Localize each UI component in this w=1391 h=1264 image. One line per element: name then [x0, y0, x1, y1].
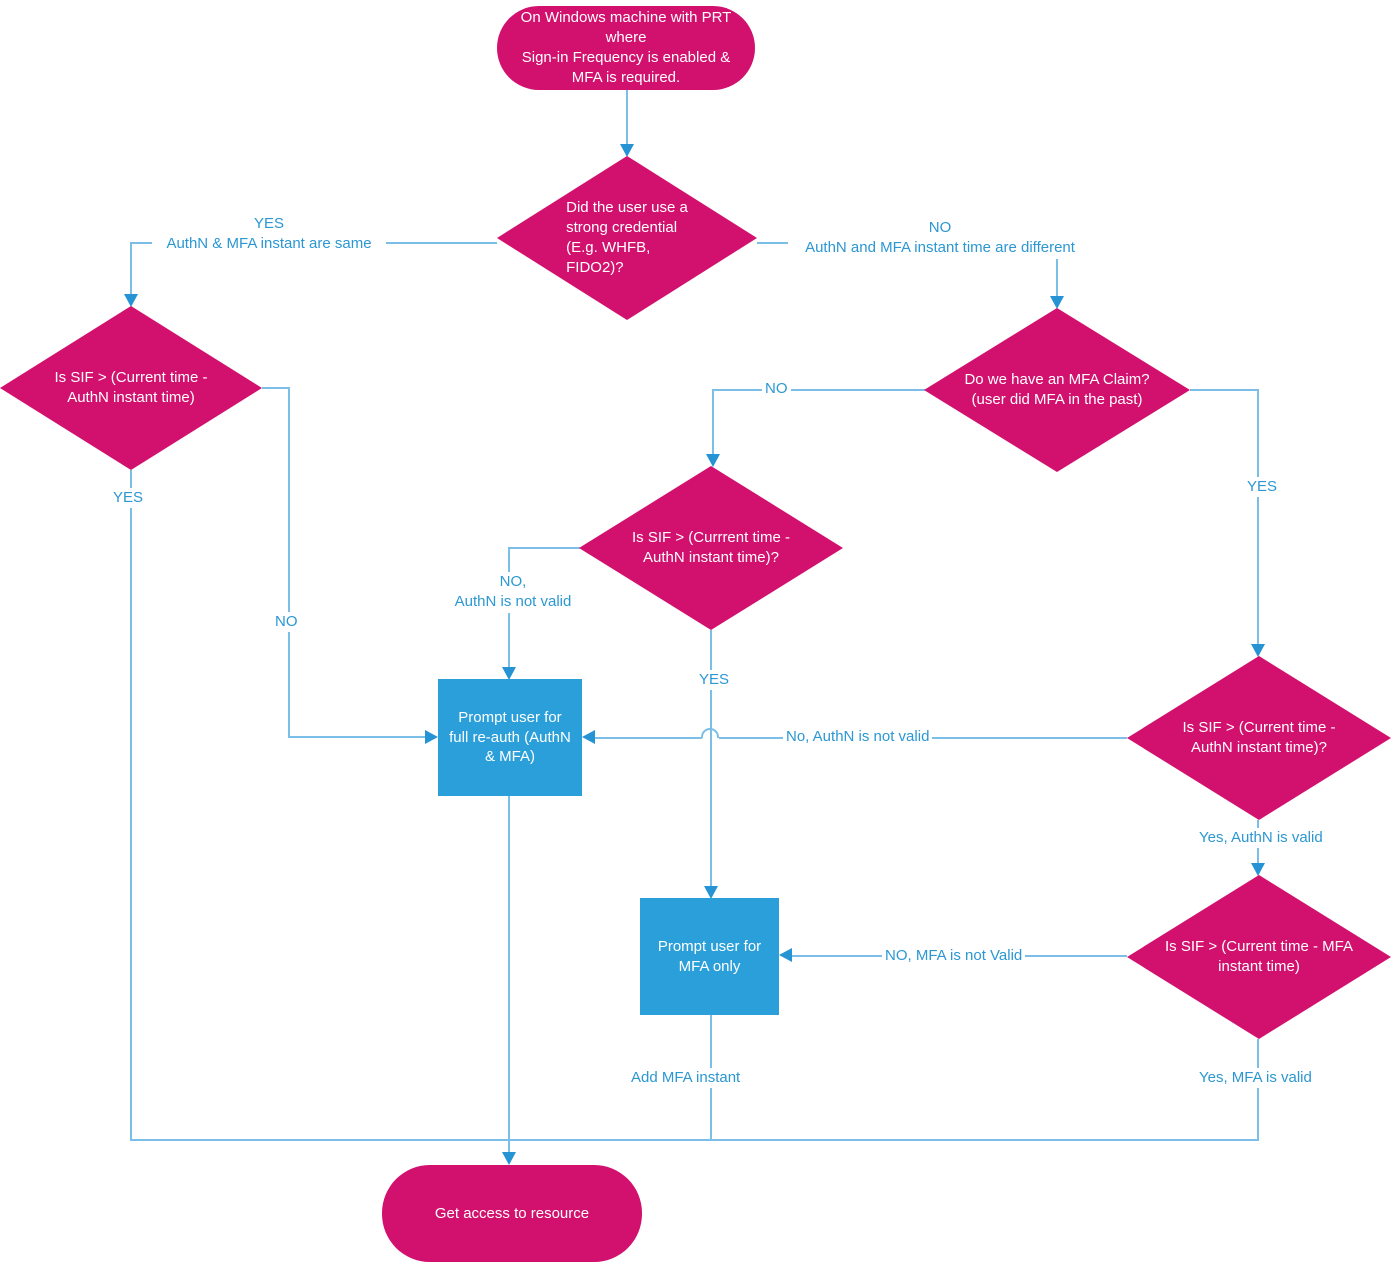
- edge-label-right-no: No, AuthN is not valid: [783, 727, 933, 748]
- arrowhead-down-icon: [620, 144, 634, 157]
- connector: [508, 796, 510, 1153]
- edge-label-add-mfa: Add MFA instant: [628, 1068, 744, 1089]
- arrowhead-down-icon: [706, 454, 720, 467]
- decision-strong-credential-label: Did the user use a strong credential (E.…: [566, 199, 688, 276]
- edge-label-left-yes: YES: [110, 488, 147, 509]
- connector: [710, 630, 712, 886]
- decision-sif-authn-mid: Is SIF > (Currrent time - AuthN instant …: [579, 466, 843, 630]
- connector: [510, 547, 580, 549]
- connector: [712, 389, 714, 454]
- process-full-reauth: Prompt user for full re-auth (AuthN & MF…: [438, 679, 582, 796]
- arrowhead-right-icon: [425, 730, 438, 744]
- edge-label-claim-yes: YES: [1244, 477, 1281, 498]
- connector: [130, 1139, 1259, 1141]
- arrowhead-down-icon: [1251, 644, 1265, 657]
- start-terminator: On Windows machine with PRT where Sign-i…: [497, 6, 755, 90]
- connector: [262, 387, 290, 389]
- decision-sif-mfa: Is SIF > (Current time - MFA instant tim…: [1127, 875, 1391, 1039]
- edge-label-mid-no: NO, AuthN is not valid: [442, 572, 584, 613]
- line-hop: [701, 728, 719, 738]
- arrowhead-left-icon: [779, 948, 792, 962]
- connector: [130, 470, 132, 1141]
- arrowhead-down-icon: [124, 294, 138, 307]
- connector: [1257, 1039, 1259, 1139]
- connector: [595, 737, 702, 739]
- decision-mfa-claim: Do we have an MFA Claim? (user did MFA i…: [924, 308, 1190, 472]
- decision-sif-authn-same: Is SIF > (Current time - AuthN instant t…: [0, 306, 262, 470]
- connector: [1190, 389, 1259, 391]
- decision-strong-credential: Did the user use a strong credential (E.…: [497, 156, 757, 320]
- arrowhead-down-icon: [1050, 296, 1064, 309]
- edge-label-mfa-yes: Yes, MFA is valid: [1196, 1068, 1315, 1089]
- arrowhead-down-icon: [1251, 863, 1265, 876]
- connector: [1257, 389, 1259, 644]
- connector: [288, 736, 426, 738]
- arrowhead-down-icon: [502, 1152, 516, 1165]
- connector: [626, 88, 628, 144]
- connector: [130, 242, 132, 294]
- edge-label-no-different: NO AuthN and MFA instant time are differ…: [788, 218, 1092, 259]
- end-terminator: Get access to resource: [382, 1165, 642, 1262]
- arrowhead-down-icon: [502, 667, 516, 680]
- process-mfa-only: Prompt user for MFA only: [640, 898, 779, 1015]
- connector: [712, 389, 925, 391]
- edge-label-mfa-no: NO, MFA is not Valid: [882, 946, 1026, 967]
- edge-label-left-no: NO: [272, 612, 301, 633]
- edge-label-yes-same: YES AuthN & MFA instant are same: [152, 214, 386, 255]
- arrowhead-left-icon: [582, 730, 595, 744]
- edge-label-right-yes: Yes, AuthN is valid: [1196, 828, 1326, 849]
- edge-label-mid-yes: YES: [696, 670, 733, 691]
- connector: [288, 387, 290, 738]
- decision-sif-authn-right: Is SIF > (Current time - AuthN instant t…: [1127, 656, 1391, 820]
- connector: [1056, 242, 1058, 296]
- arrowhead-down-icon: [704, 886, 718, 899]
- edge-label-claim-no: NO: [762, 379, 791, 400]
